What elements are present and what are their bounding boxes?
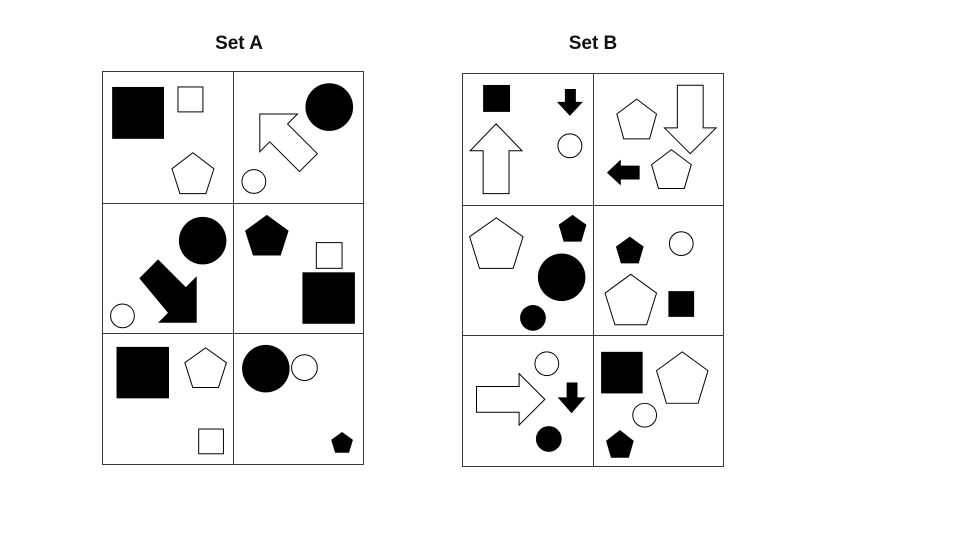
- square-black-large-icon: [302, 271, 355, 324]
- set-a-title: Set A: [215, 33, 263, 54]
- square-black-small-icon: [483, 84, 511, 112]
- circle-black-small-icon: [520, 304, 546, 331]
- circle-white-small-icon: [534, 351, 560, 377]
- square-black-large-icon: [116, 347, 169, 399]
- set-a-cell-4: [233, 202, 363, 334]
- circle-white-small-icon: [668, 230, 694, 256]
- pentagon-black-small-icon: [331, 432, 353, 454]
- pentagon-white-icon: [616, 98, 658, 140]
- pentagon-white-icon: [650, 149, 692, 189]
- set-a-cell-5: [103, 333, 233, 464]
- set-a-cell-1: [103, 72, 233, 203]
- set-a-cell-3: [103, 202, 233, 334]
- circle-white-small-icon: [110, 303, 135, 328]
- circle-black-small-icon: [535, 426, 562, 453]
- set-b-cell-4: [593, 204, 723, 336]
- set-a-grid: [102, 71, 364, 465]
- arrow-white-up-icon: [468, 123, 524, 195]
- square-white-small-icon: [315, 241, 343, 269]
- arrow-black-down-right-icon: [139, 259, 197, 323]
- set-b-cell-2: [593, 74, 723, 205]
- square-white-small-icon: [177, 86, 204, 113]
- pentagon-black-small-icon: [558, 214, 587, 242]
- set-b-grid: [462, 73, 724, 467]
- set-b-title: Set B: [568, 33, 618, 54]
- set-b-cell-3: [463, 204, 593, 336]
- pentagon-white-icon: [171, 152, 215, 195]
- circle-white-small-icon: [557, 133, 583, 159]
- arrow-black-down-small-icon: [557, 382, 586, 414]
- pentagon-white-large-icon: [604, 273, 658, 325]
- square-white-small-icon: [198, 428, 224, 455]
- pentagon-black-small-icon: [615, 236, 644, 264]
- set-b-cell-6: [593, 335, 723, 466]
- pentagon-white-large-icon: [469, 216, 524, 269]
- square-black-large-icon: [112, 86, 165, 139]
- set-b-cell-5: [463, 335, 593, 466]
- arrow-black-down-small-icon: [556, 88, 583, 116]
- pentagon-black-icon: [245, 214, 289, 256]
- arrow-black-left-small-icon: [606, 159, 640, 186]
- circle-black-large-icon: [305, 83, 354, 131]
- circle-black-large-icon: [178, 216, 227, 265]
- square-black-small-icon: [668, 290, 695, 317]
- set-a-cell-6: [233, 333, 363, 464]
- pentagon-white-large-icon: [655, 351, 709, 405]
- pentagon-white-icon: [184, 347, 227, 389]
- circle-black-large-icon: [537, 253, 586, 301]
- pentagon-black-small-icon: [606, 430, 634, 459]
- arrow-white-down-icon: [663, 84, 718, 155]
- arrow-white-right-icon: [476, 372, 546, 427]
- circle-black-large-icon: [242, 345, 290, 393]
- circle-white-small-icon: [632, 403, 658, 428]
- square-black-large-icon: [601, 352, 643, 394]
- arrow-white-up-left-icon: [259, 113, 319, 173]
- circle-white-small-icon: [291, 354, 318, 382]
- set-a-cell-2: [233, 72, 363, 203]
- circle-white-small-icon: [241, 169, 267, 194]
- set-b-cell-1: [463, 74, 593, 205]
